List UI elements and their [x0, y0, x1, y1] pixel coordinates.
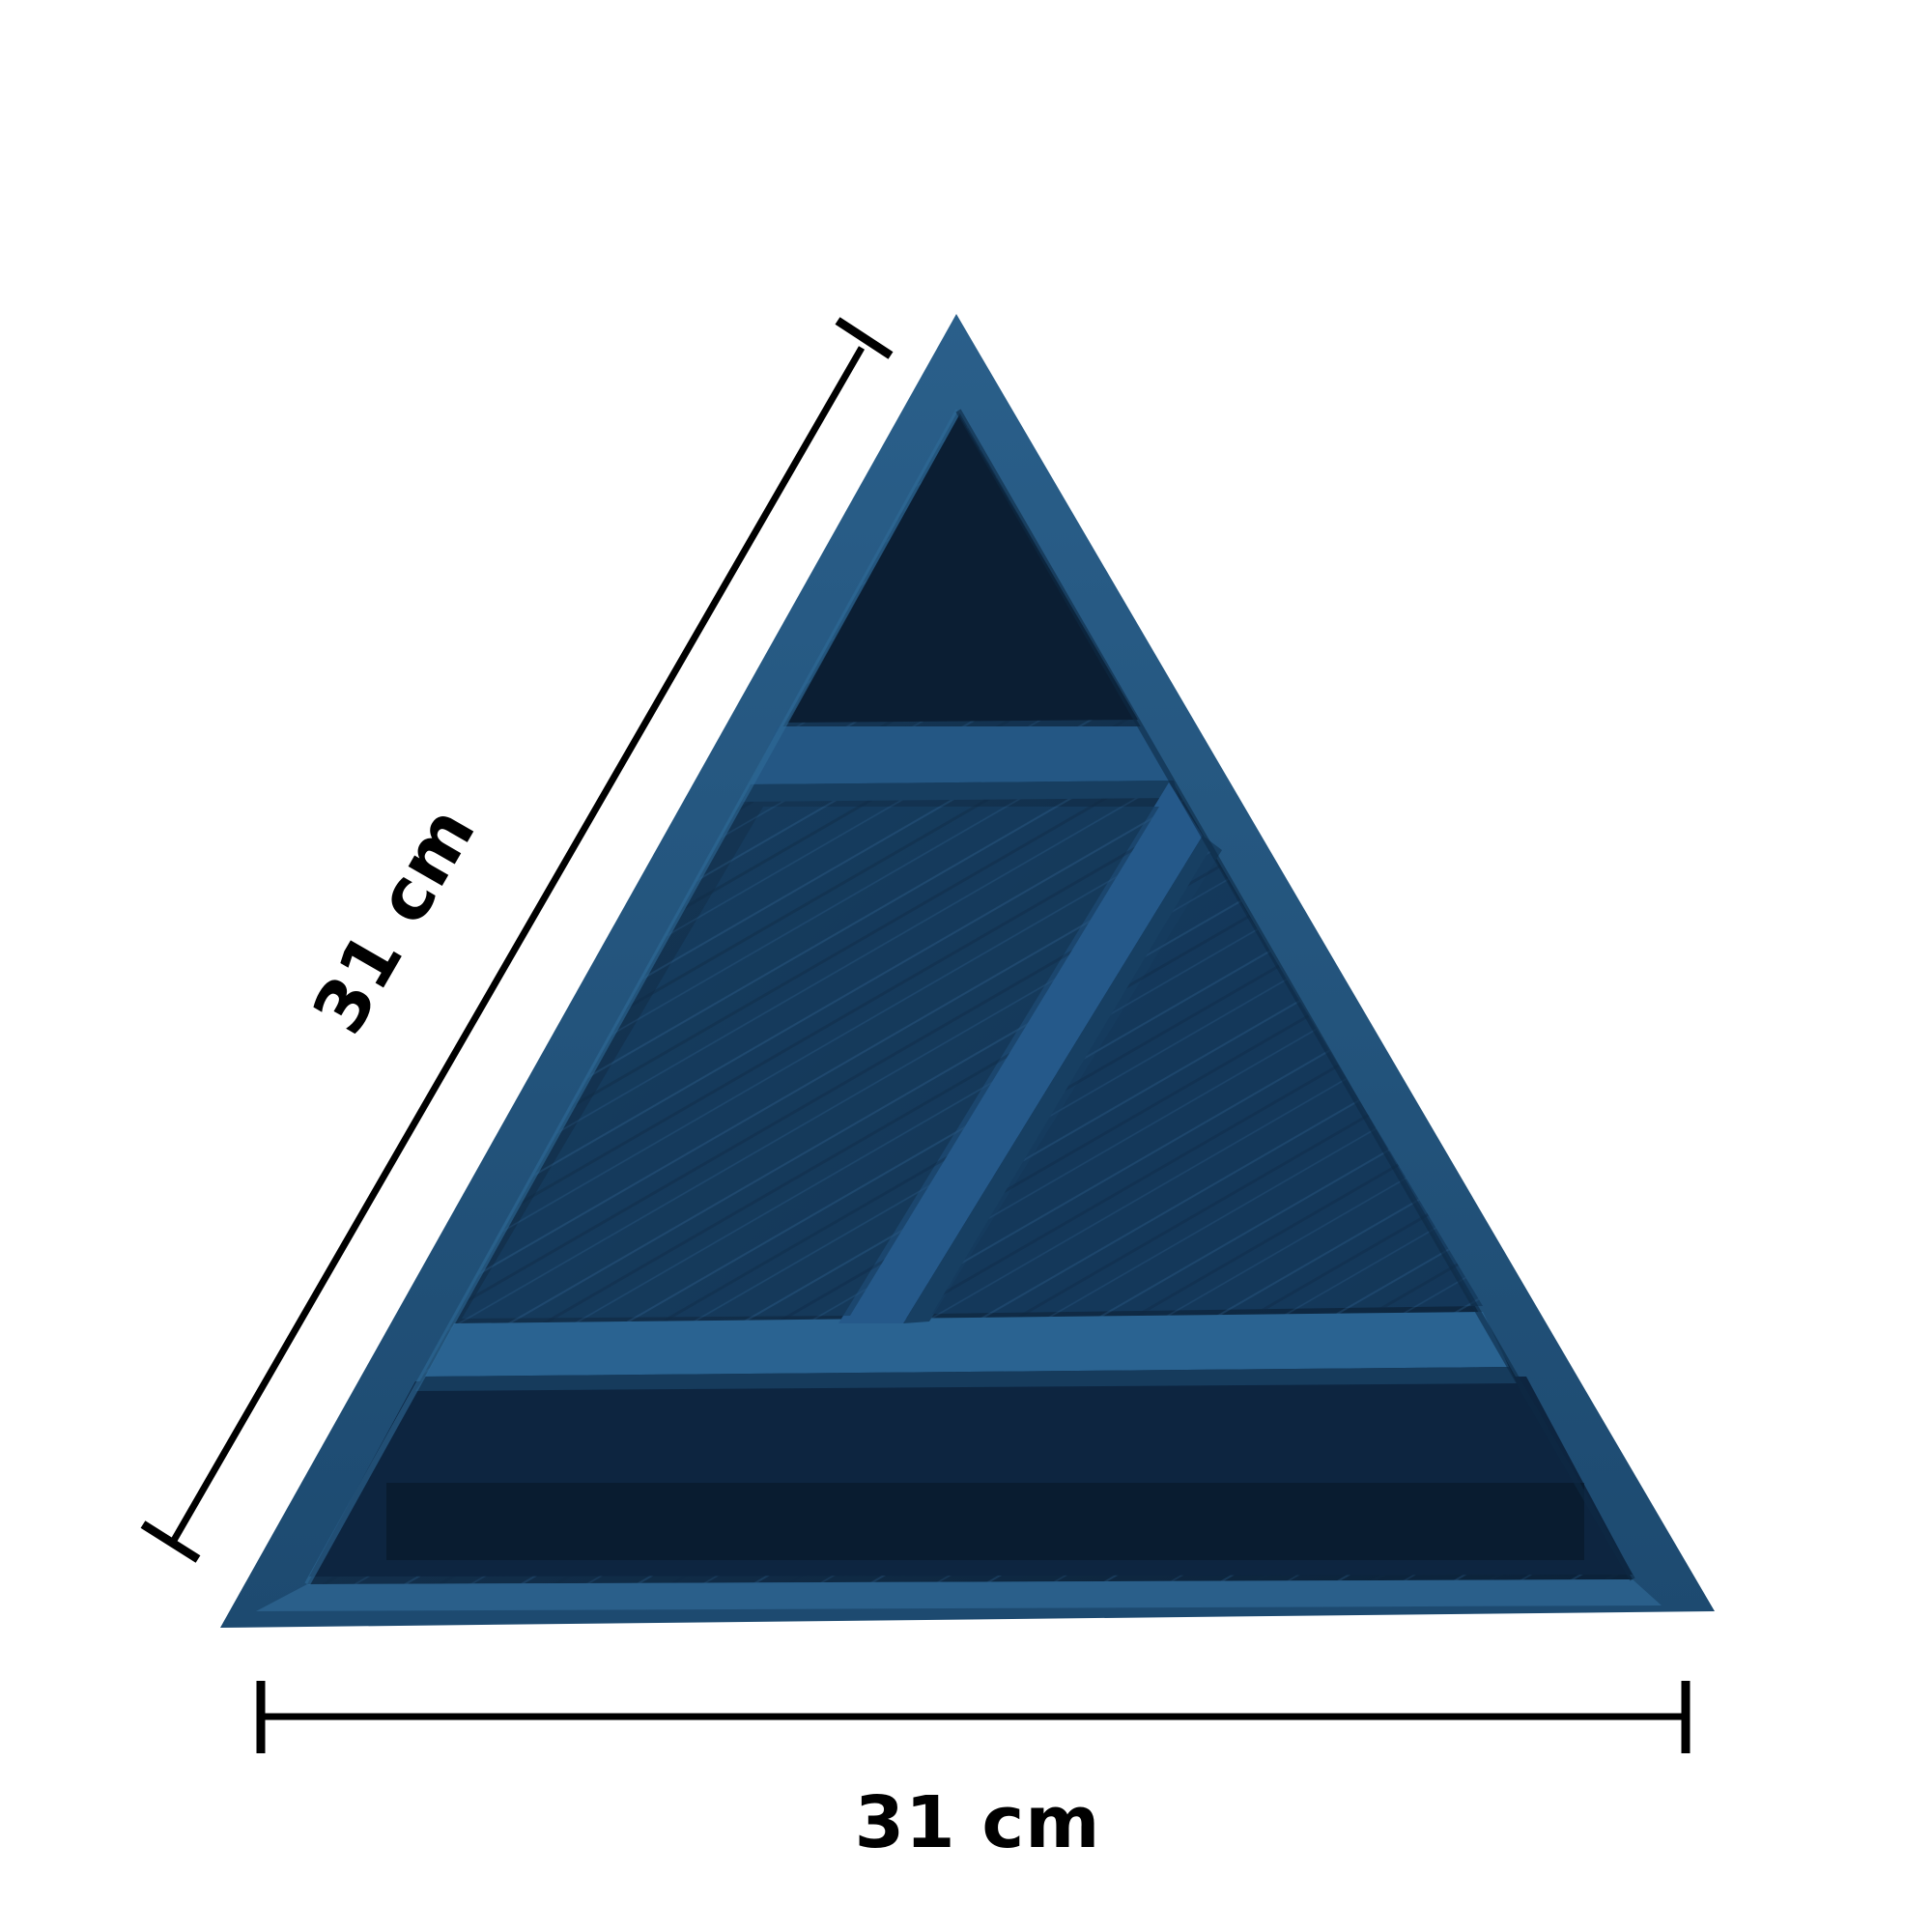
- base-dimension-label: 31 cm: [855, 1781, 1101, 1864]
- base-dimension: 31 cm: [256, 1681, 1690, 1864]
- side-dimension-label: 31 cm: [297, 793, 492, 1048]
- side-dimension-line: [168, 346, 866, 1546]
- diagonal-divider: [838, 782, 1203, 1323]
- side-dimension-cap-bottom: [140, 1520, 201, 1563]
- middle-shelf-board: [425, 1312, 1509, 1377]
- triangle-shelf: [220, 314, 1715, 1628]
- top-shelf-board: [751, 726, 1174, 784]
- top-compartment: [787, 415, 1138, 723]
- side-dimension-cap-top: [835, 317, 894, 359]
- bottom-board: [256, 1579, 1662, 1611]
